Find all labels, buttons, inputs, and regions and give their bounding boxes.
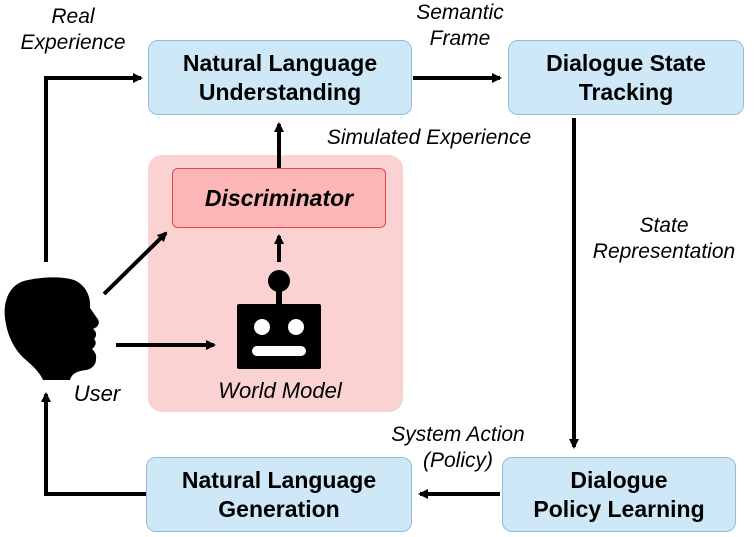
- real-experience-line1: Real: [51, 5, 95, 28]
- simulated-experience-label: Simulated Experience: [300, 125, 558, 151]
- nlu-label-line2: Understanding: [198, 78, 362, 105]
- arrow-nlg-to-user: [41, 392, 146, 496]
- policy-label-line2: Policy Learning: [533, 495, 705, 522]
- real-experience-line2: Experience: [20, 31, 126, 55]
- state-representation-line2: Representation: [592, 240, 736, 264]
- semantic-frame-line1: Semantic: [416, 1, 504, 24]
- world-model-label: World Model: [190, 377, 370, 405]
- semantic-frame-label: Semantic Frame: [395, 0, 525, 53]
- nlg-label-line1: Natural Language: [181, 466, 377, 493]
- arrow-user-to-nlu: [44, 73, 143, 262]
- discriminator-box: Discriminator: [172, 168, 386, 228]
- dst-label-line2: Tracking: [578, 78, 674, 105]
- policy-label-line1: Dialogue: [570, 466, 668, 493]
- dst-label-line1: Dialogue State: [546, 49, 706, 76]
- nlg-box: Natural Language Generation: [146, 457, 412, 532]
- semantic-frame-line2: Frame: [429, 27, 491, 51]
- nlu-label-line1: Natural Language: [182, 49, 378, 76]
- simulated-experience-text: Simulated Experience: [326, 126, 532, 149]
- dst-box: Dialogue State Tracking: [508, 40, 744, 115]
- user-text: User: [73, 381, 121, 406]
- nlu-box: Natural Language Understanding: [148, 40, 412, 115]
- system-action-line2: (Policy): [422, 449, 493, 473]
- user-label: User: [62, 380, 132, 408]
- system-action-label: System Action (Policy): [370, 422, 546, 475]
- nlg-label-line2: Generation: [218, 495, 340, 522]
- world-model-text: World Model: [218, 378, 342, 403]
- state-representation-line1: State: [639, 214, 689, 237]
- policy-box: Dialogue Policy Learning: [502, 457, 736, 532]
- system-action-line1: System Action: [391, 423, 525, 446]
- state-representation-label: State Representation: [578, 213, 750, 266]
- discriminator-label: Discriminator: [204, 184, 354, 211]
- talking-head-icon: [4, 277, 99, 380]
- robot-icon: [237, 270, 321, 369]
- real-experience-label: Real Experience: [4, 4, 142, 57]
- arrow-user-to-discriminator: [102, 231, 168, 296]
